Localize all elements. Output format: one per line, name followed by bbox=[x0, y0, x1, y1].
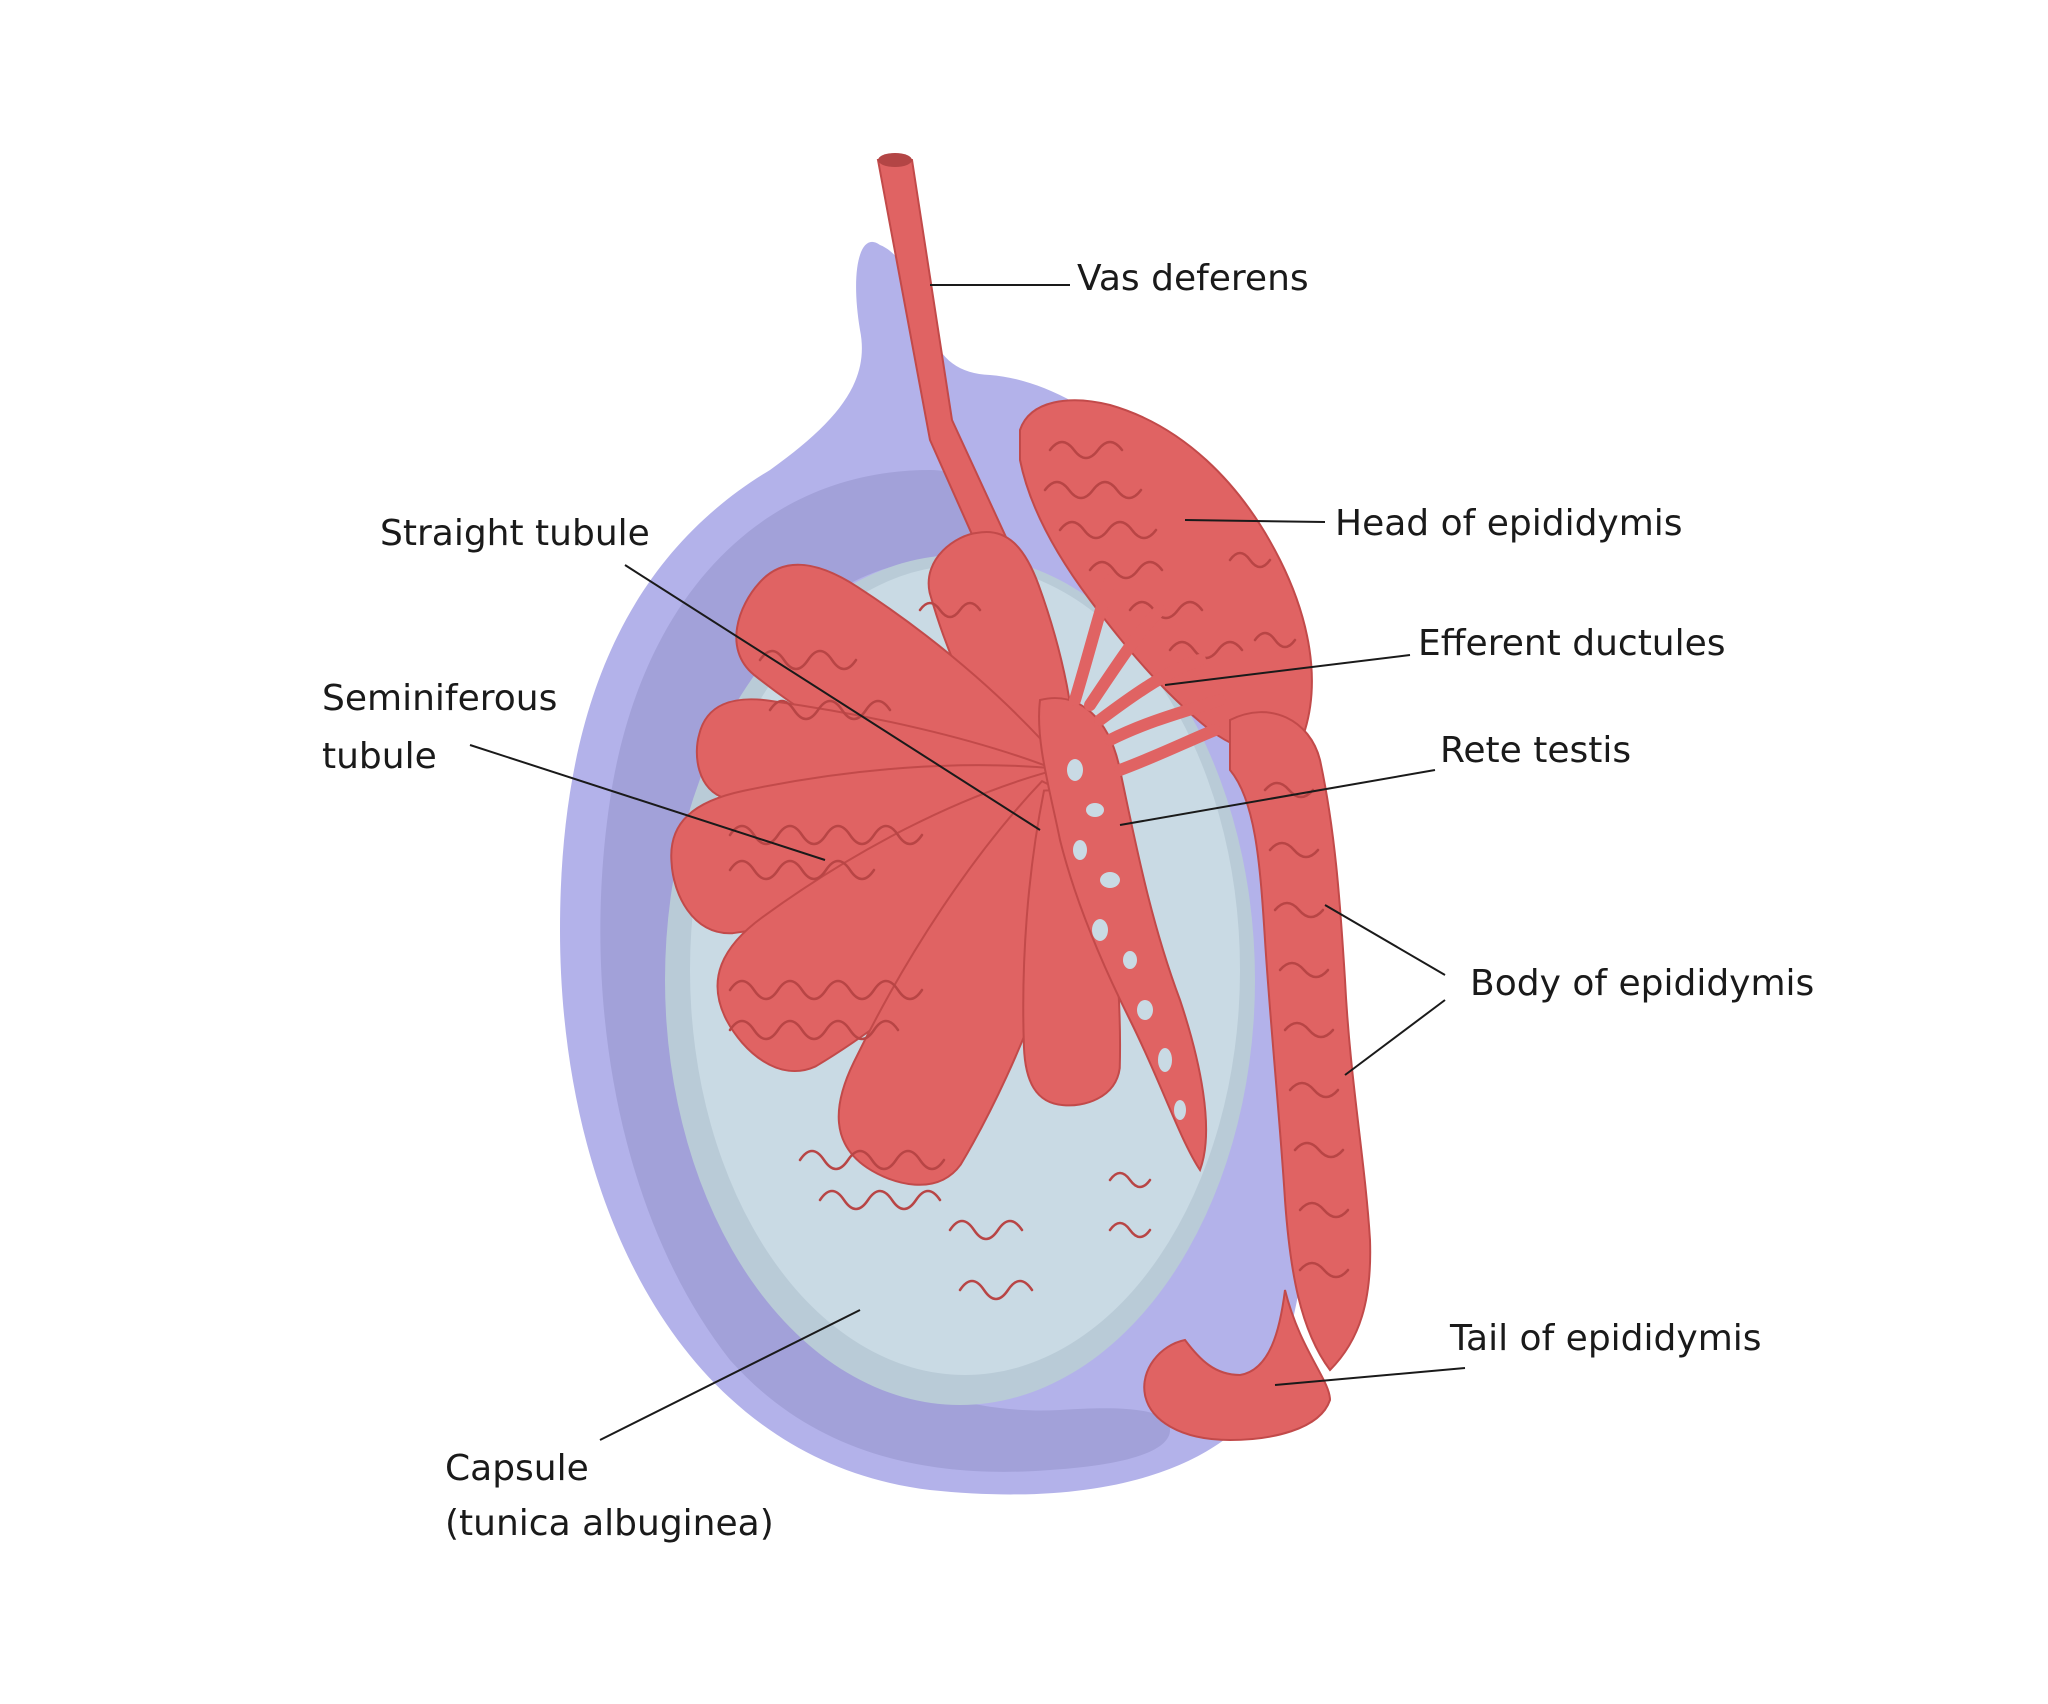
leader-straight-tubule bbox=[624, 564, 1041, 831]
leader-seminiferous-tubule bbox=[469, 744, 826, 861]
leader-head-of-epididymis bbox=[1184, 519, 1326, 523]
label-straight-tubule: Straight tubule bbox=[380, 513, 650, 554]
lobule-coils bbox=[728, 601, 1152, 1301]
epididymis bbox=[1019, 399, 1372, 1442]
label-efferent-ductules: Efferent ductules bbox=[1418, 623, 1726, 664]
leader-tail-of-epididymis bbox=[1274, 1367, 1466, 1386]
label-head-of-epididymis: Head of epididymis bbox=[1335, 503, 1683, 544]
efferent-ductules bbox=[1069, 574, 1226, 776]
label-rete-testis: Rete testis bbox=[1440, 730, 1631, 771]
epididymis-body bbox=[1229, 711, 1372, 1372]
leader-efferent-ductules bbox=[1164, 654, 1411, 686]
label-capsule-line1: Capsule bbox=[445, 1448, 589, 1489]
vas-deferens-opening bbox=[878, 153, 912, 167]
leader-rete-testis bbox=[1119, 769, 1436, 826]
leader-body-of-epididymis-lower bbox=[1344, 999, 1446, 1076]
epididymis-tail bbox=[1143, 1289, 1332, 1442]
label-body-of-epididymis: Body of epididymis bbox=[1470, 963, 1814, 1004]
rete-testis-holes bbox=[1067, 759, 1186, 1120]
labels: Vas deferens Head of epididymis Straight… bbox=[322, 258, 1814, 1544]
leader-body-of-epididymis-upper bbox=[1324, 904, 1446, 976]
seminiferous-lobules bbox=[670, 530, 1152, 1301]
epididymis-coils bbox=[1043, 440, 1350, 1279]
rete-testis-network bbox=[1038, 574, 1226, 1173]
label-seminiferous-tubule-line2: tubule bbox=[322, 736, 437, 777]
leader-capsule bbox=[599, 1309, 861, 1441]
leader-lines bbox=[469, 284, 1466, 1441]
label-vas-deferens: Vas deferens bbox=[1077, 258, 1309, 299]
label-seminiferous-tubule-line1: Seminiferous bbox=[322, 678, 557, 719]
label-tail-of-epididymis: Tail of epididymis bbox=[1449, 1318, 1762, 1359]
label-capsule-line2: (tunica albuginea) bbox=[445, 1503, 774, 1544]
